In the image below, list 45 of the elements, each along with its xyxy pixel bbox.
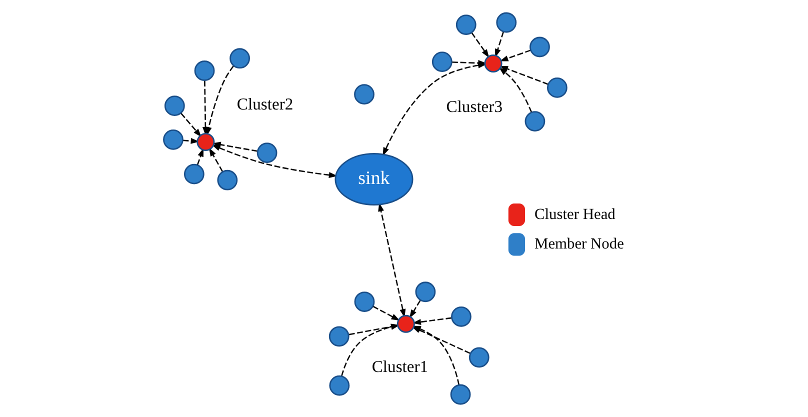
node-circle [184,164,204,184]
node-circle [546,78,568,98]
arrow [409,300,421,318]
node-circle [415,282,436,302]
node-circle [450,384,471,405]
node-circle [484,54,502,73]
arrow [412,317,452,325]
node-circle [256,142,278,164]
arrow [452,60,487,66]
node-label: Cluster1 [372,357,428,376]
node-circle [217,170,238,190]
node-circle [451,306,472,327]
node-ellipse: sink [334,153,414,206]
legend-label: Member Node [534,235,624,252]
node-circle [196,133,215,152]
node-circle [329,375,350,396]
node-circle [468,347,490,368]
arrow [471,32,490,58]
node-circle [432,52,452,72]
node-label: Cluster2 [236,94,294,114]
node-circle [328,326,350,347]
arrow [182,138,200,144]
arrow [372,306,400,321]
arrow [341,324,400,376]
node-circle [354,84,374,105]
arrow [348,324,400,336]
node-circle [496,12,517,33]
arrow [500,50,531,62]
node-label: Cluster3 [446,96,503,116]
legend-label: Cluster Head [534,206,616,223]
node-circle [456,14,476,35]
node-circle [524,111,546,132]
node-circle [194,60,215,81]
node-circle [230,48,250,69]
arrow [494,31,504,58]
arrow [208,148,224,172]
arrow [202,80,208,136]
node-circle [163,129,184,150]
node-circle [164,96,185,116]
node-circle [354,292,375,312]
arrow [378,202,406,318]
node-circle [530,36,550,58]
node-circle [396,314,415,333]
arrow [196,148,204,166]
arrow [180,112,202,138]
